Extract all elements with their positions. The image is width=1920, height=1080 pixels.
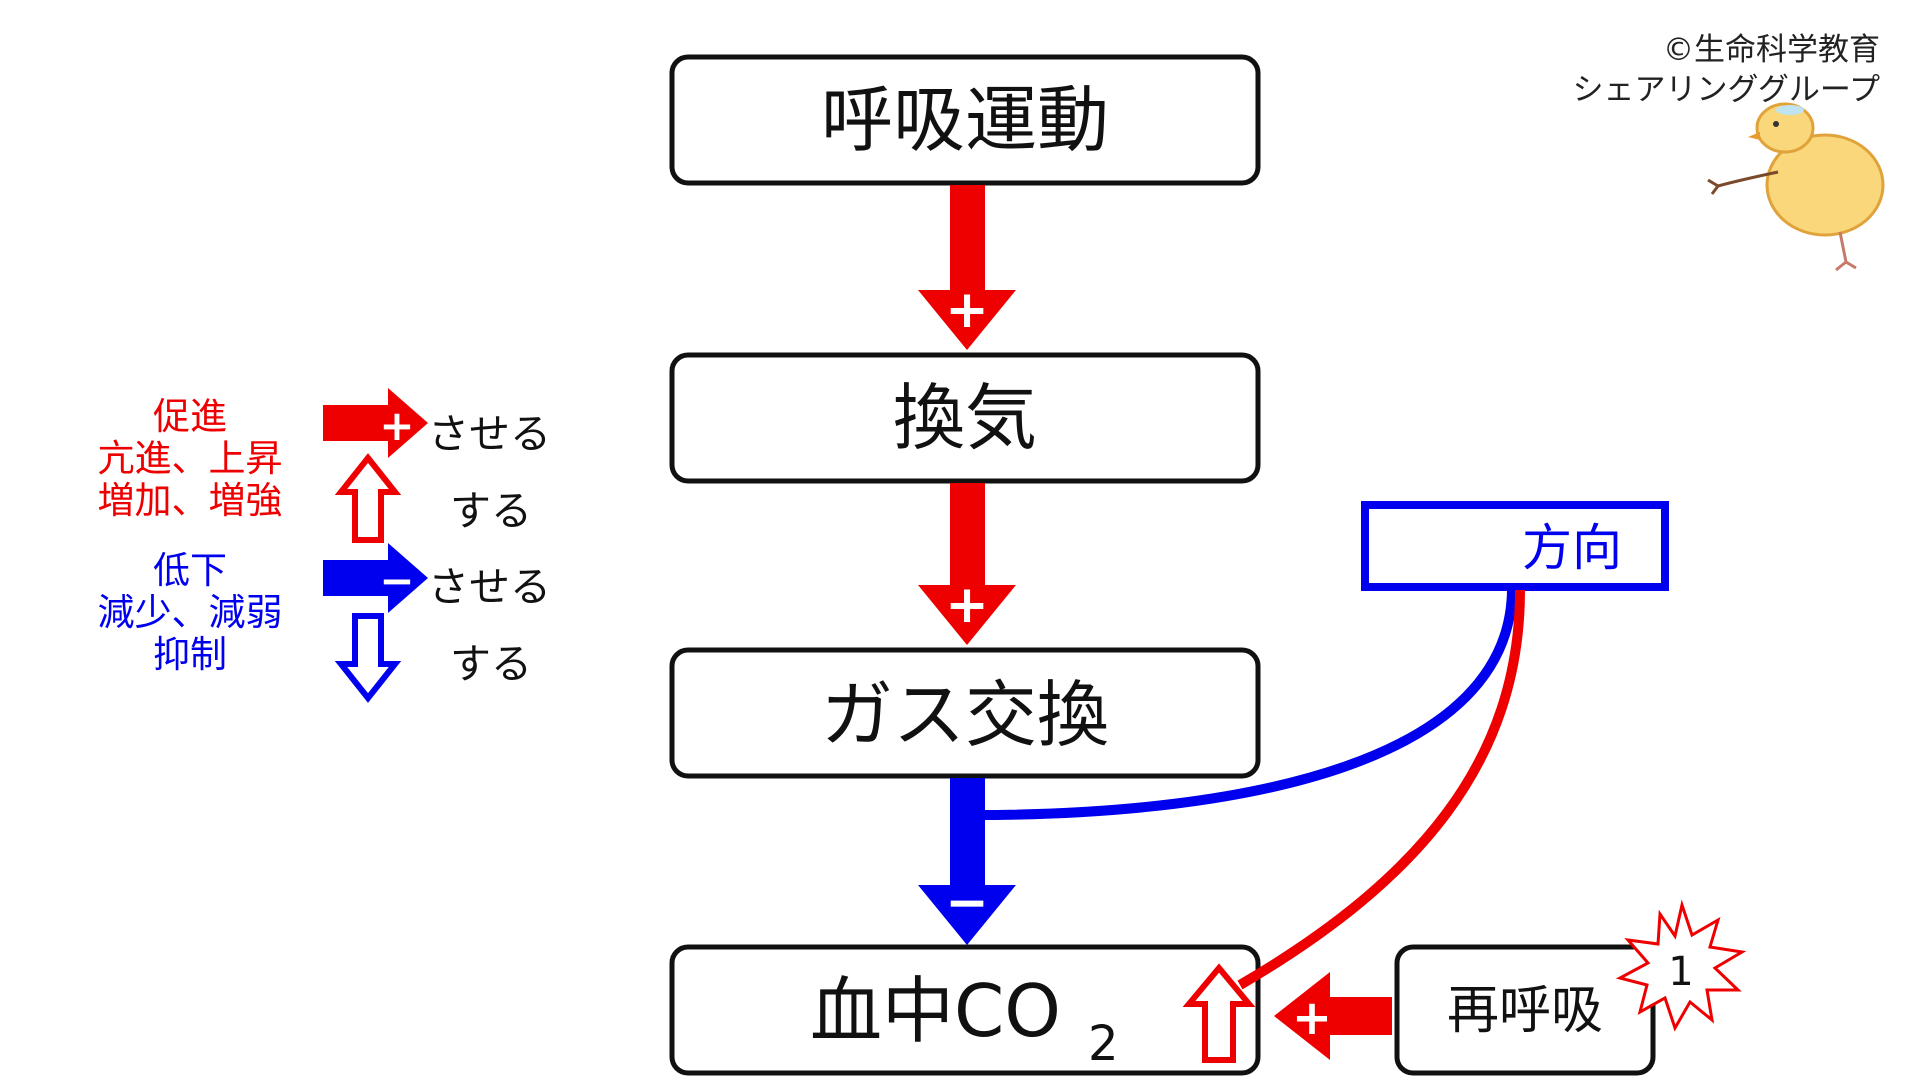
legend-promote-word: 亢進、上昇: [97, 437, 283, 480]
legend-promote-arrow: +: [323, 388, 428, 458]
box-blood-co2-label: 血中CO: [810, 969, 1061, 1053]
legend-inhibit-word: 低下: [153, 549, 227, 592]
inhibit-arrow: −: [918, 778, 1016, 945]
promote-arrow-1: +: [918, 185, 1016, 350]
legend-promote-word: 増加、増強: [97, 479, 283, 522]
promote-arrow-2: +: [918, 483, 1016, 645]
box-gas-exchange-label: ガス交換: [821, 673, 1109, 757]
chick-drawing: [1707, 102, 1885, 272]
credit-line-2: シェアリンググループ: [1572, 72, 1880, 108]
legend-hollow-down-arrow: [334, 613, 402, 703]
legend-promote-word: 促進: [153, 395, 227, 438]
minus-sign: −: [945, 873, 989, 933]
plus-sign: +: [379, 401, 414, 450]
plus-sign: +: [1292, 990, 1332, 1046]
box-rebreathing-label: 再呼吸: [1447, 981, 1603, 1041]
plus-sign: +: [945, 575, 989, 635]
legend-inhibit-word: 抑制: [153, 633, 227, 676]
legend-inhibit-updown-label: する: [450, 640, 532, 688]
legend-inhibit-words: 低下 減少、減弱 抑制: [60, 550, 320, 676]
box-gas-exchange: ガス交換: [669, 647, 1261, 779]
red-feedback-line: [1237, 589, 1525, 990]
minus-sign: −: [379, 556, 414, 605]
plus-sign: +: [945, 280, 989, 340]
legend-inhibit-arrow: −: [323, 543, 428, 613]
copyright-credit: ©生命科学教育 シェアリンググループ: [1572, 30, 1880, 110]
box-rebreathing: 再呼吸: [1394, 944, 1656, 1076]
legend-promote-arrow-label: させる: [428, 410, 551, 458]
legend-hollow-up-arrow: [334, 453, 402, 543]
legend-promote-updown-label: する: [450, 487, 532, 535]
box-respiratory-movement-label: 呼吸運動: [821, 78, 1109, 162]
legend-promote-words: 促進 亢進、上昇 増加、増強: [60, 396, 320, 522]
box-ventilation-label: 換気: [893, 376, 1037, 460]
box-blood-co2: 血中CO 2: [669, 944, 1261, 1076]
box-blood-co2-subscript: 2: [1088, 1016, 1119, 1072]
hollow-up-arrow: [1182, 963, 1256, 1063]
blue-feedback-line: [974, 589, 1517, 820]
box-ventilation: 換気: [669, 352, 1261, 484]
starburst-label: 1: [1668, 949, 1693, 995]
starburst: 1: [1615, 899, 1747, 1032]
legend-inhibit-arrow-label: させる: [428, 563, 551, 611]
box-respiratory-movement: 呼吸運動: [669, 54, 1261, 186]
credit-line-1: ©生命科学教育: [1663, 32, 1880, 68]
legend-inhibit-word: 減少、減弱: [97, 591, 283, 634]
rebreathing-promote-arrow: +: [1274, 972, 1392, 1060]
direction-box: 方向: [1361, 501, 1669, 591]
direction-box-label: 方向: [1522, 519, 1622, 577]
